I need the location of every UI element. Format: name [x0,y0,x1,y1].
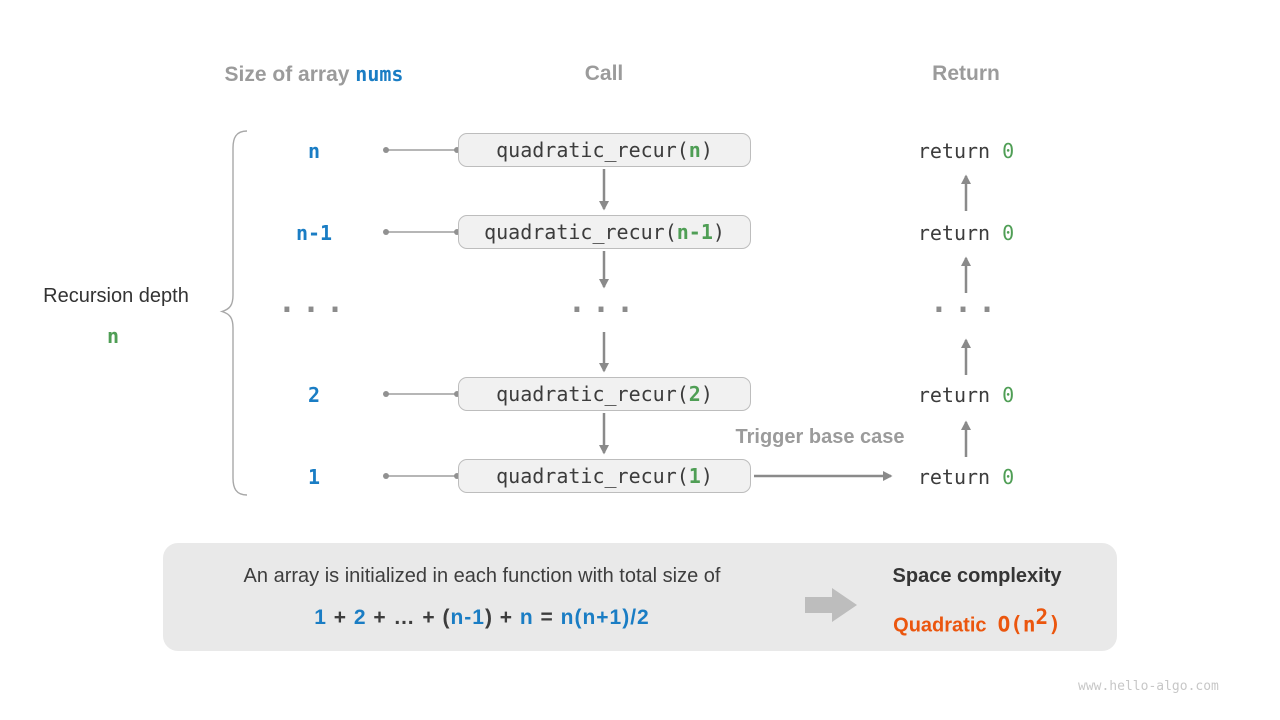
recursion-depth-value: n [106,324,120,348]
call-arg: 2 [688,382,701,406]
recursion-brace [219,130,248,496]
header-size-of-array: Size of array nums [225,62,404,87]
panel-formula: 1 + 2 + … + (n-1) + n = n(n+1)/2 [314,606,650,630]
return-ellipsis: ... [929,285,1003,320]
call-box-n-1: quadratic_recur(n-1) [458,215,751,249]
call-arg: 1 [688,464,701,488]
space-complexity-label: Space complexity [892,565,1062,587]
formula-seg: 2 [353,606,367,629]
call-arg: n-1 [676,220,713,244]
big-o-exponent: 2 [1035,605,1049,629]
formula-seg: = [533,606,561,629]
return-value: 0 [1002,465,1015,489]
formula-seg: + [492,606,520,629]
call-fn: quadratic_recur( [496,382,689,406]
formula-seg: + … + [366,606,443,629]
header-size-prefix: Size of array [224,63,356,86]
call-fn: quadratic_recur( [496,464,689,488]
formula-seg: n [519,606,534,629]
call-close: ) [700,138,713,162]
formula-seg: n(n+1)/2 [560,606,650,629]
size-label-2: 2 [307,383,321,407]
return-line-n-1: return 0 [918,221,1014,245]
return-keyword: return [917,139,1003,163]
size-ellipsis: ... [277,285,351,320]
call-box-1: quadratic_recur(1) [458,459,751,493]
return-keyword: return [917,383,1003,407]
header-return: Return [932,62,1000,85]
return-keyword: return [917,221,1003,245]
complexity-result: Quadratic O(n2) [893,605,1061,638]
call-close: ) [712,220,725,244]
call-arg: n [688,138,701,162]
size-label-n: n [307,139,321,163]
recursion-depth-label: Recursion depth [43,285,189,307]
watermark-url: www.hello-algo.com [1078,679,1219,694]
panel-description: An array is initialized in each function… [243,565,721,587]
big-o-open: O(n [997,612,1036,637]
call-close: ) [700,382,713,406]
formula-seg: 1 [314,606,327,629]
return-value: 0 [1002,383,1015,407]
return-keyword: return [917,465,1003,489]
call-box-2: quadratic_recur(2) [458,377,751,411]
call-close: ) [700,464,713,488]
trigger-base-case-label: Trigger base case [735,426,905,448]
formula-seg: ( [442,606,451,629]
size-connector-dots [383,147,460,479]
return-line-n: return 0 [918,139,1014,163]
complexity-name: Quadratic [893,614,987,637]
size-label-n-1: n-1 [295,221,333,245]
size-label-1: 1 [307,465,321,489]
return-line-2: return 0 [918,383,1014,407]
formula-seg: + [326,606,354,629]
return-value: 0 [1002,221,1015,245]
call-fn: quadratic_recur( [484,220,677,244]
header-nums-code: nums [355,62,404,86]
big-o-close: ) [1048,612,1061,637]
call-fn: quadratic_recur( [496,138,689,162]
return-line-1: return 0 [918,465,1014,489]
header-call: Call [584,62,624,85]
call-ellipsis: ... [567,285,641,320]
formula-seg: n-1 [450,606,485,629]
return-value: 0 [1002,139,1015,163]
size-connector-lines [386,149,457,477]
formula-seg: ) [484,606,493,629]
call-box-n: quadratic_recur(n) [458,133,751,167]
summary-panel [163,543,1117,651]
